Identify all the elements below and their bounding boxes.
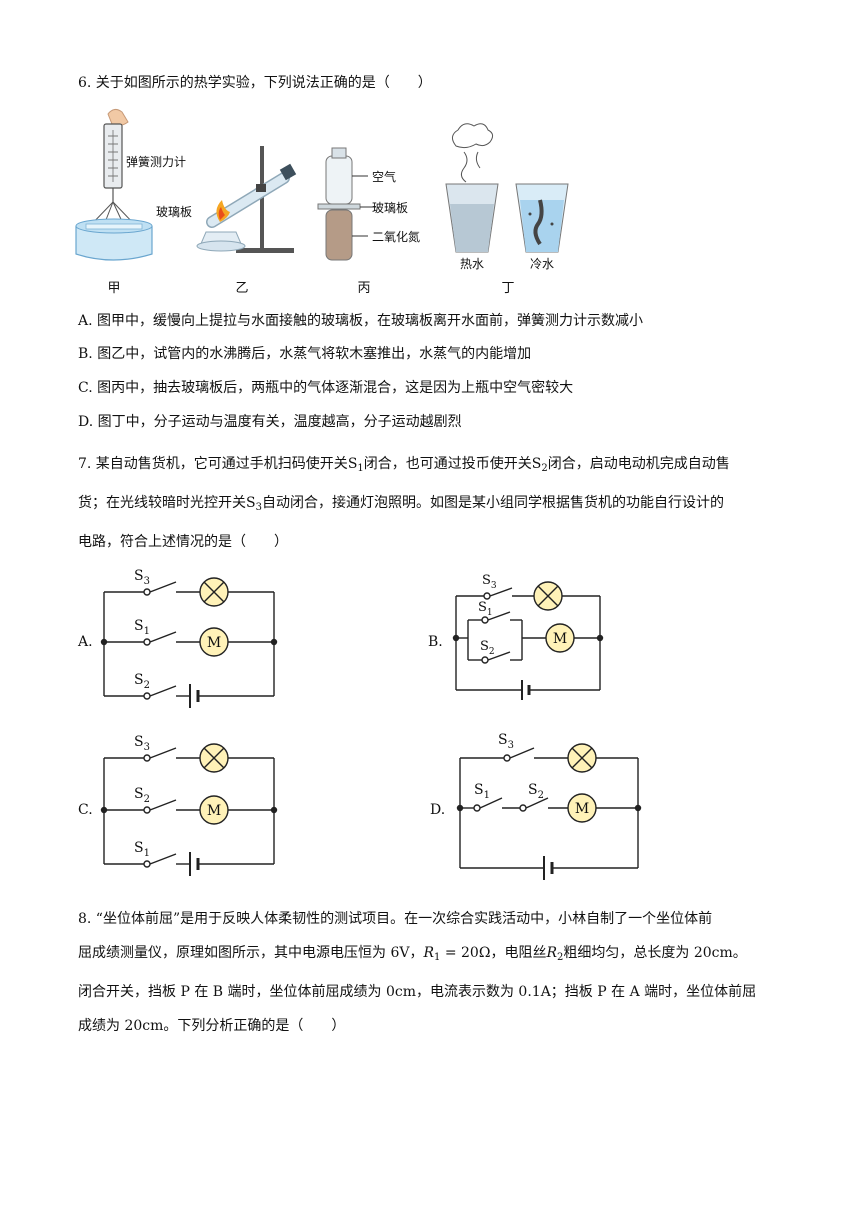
motor-a: M (207, 635, 221, 651)
svg-text:S1: S1 (134, 840, 150, 859)
label-option-d[interactable]: D. (430, 802, 445, 818)
svg-text:S2: S2 (134, 786, 150, 805)
label-hot-water: 热水 (460, 257, 484, 271)
q8-stem: 8. “坐位体前屈”是用于反映人体柔韧性的测试项目。在一次综合实践活动中，小林自… (78, 911, 757, 1034)
q7-stem: 7. 某自动售货机，它可通过手机扫码使开关S1闭合，也可通过投币使开关S2闭合，… (78, 456, 730, 550)
circuit-d[interactable] (456, 747, 642, 880)
q6-figures: 弹簧测力计 玻璃板 甲 乙 空气 玻璃 (75, 108, 569, 296)
svg-text:S2: S2 (528, 782, 544, 801)
label-no2: 二氧化氮 (372, 229, 420, 244)
fig-jia: 弹簧测力计 玻璃板 甲 (75, 108, 192, 296)
caption-yi: 乙 (235, 281, 248, 296)
label-air: 空气 (372, 169, 396, 184)
svg-text:S1: S1 (478, 600, 493, 618)
label-glass-plate-jia: 玻璃板 (156, 205, 192, 219)
svg-text:S3: S3 (134, 734, 150, 753)
fig-bing: 空气 玻璃板 二氧化氮 丙 (317, 147, 420, 296)
svg-text:S3: S3 (498, 732, 514, 751)
label-cold-water: 冷水 (530, 257, 554, 271)
svg-text:S1: S1 (134, 618, 150, 637)
label-option-b[interactable]: B. (428, 634, 443, 650)
label-glass-plate-bing: 玻璃板 (372, 201, 408, 215)
circuit-b[interactable] (452, 587, 604, 700)
motor-c: M (207, 803, 221, 819)
motor-b: M (553, 631, 567, 647)
circuit-c[interactable] (100, 747, 278, 876)
q6-option-a[interactable]: A. 图甲中，缓慢向上提拉与水面接触的玻璃板，在玻璃板离开水面前，弹簧测力计示数… (78, 313, 644, 329)
q6-option-d[interactable]: D. 图丁中，分子运动与温度有关，温度越高，分子运动越剧烈 (78, 414, 462, 430)
label-spring-scale: 弹簧测力计 (126, 154, 186, 169)
caption-jia: 甲 (107, 281, 120, 296)
caption-ding: 丁 (501, 281, 514, 296)
motor-d: M (575, 801, 589, 817)
svg-text:S2: S2 (480, 639, 495, 657)
svg-text:S2: S2 (134, 672, 150, 691)
fig-ding: 热水 冷水 丁 (445, 123, 569, 296)
fig-yi: 乙 (196, 146, 297, 296)
q6-option-b[interactable]: B. 图乙中，试管内的水沸腾后，水蒸气将软木塞推出，水蒸气的内能增加 (78, 346, 532, 362)
caption-bing: 丙 (357, 281, 370, 296)
circuit-a[interactable] (100, 581, 278, 708)
q7-circuits: M S3 S1 S2 A. M S3 S1 S2 B. (77, 568, 642, 880)
q6-option-c[interactable]: C. 图丙中，抽去玻璃板后，两瓶中的气体逐渐混合，这是因为上瓶中空气密较大 (78, 380, 574, 396)
label-option-c[interactable]: C. (78, 802, 93, 818)
q6-stem: 6. 关于如图所示的热学实验，下列说法正确的是（ ） (78, 75, 432, 91)
svg-text:S3: S3 (134, 568, 150, 587)
label-option-a[interactable]: A. (77, 634, 93, 650)
svg-text:S3: S3 (482, 573, 497, 591)
svg-text:S1: S1 (474, 782, 490, 801)
